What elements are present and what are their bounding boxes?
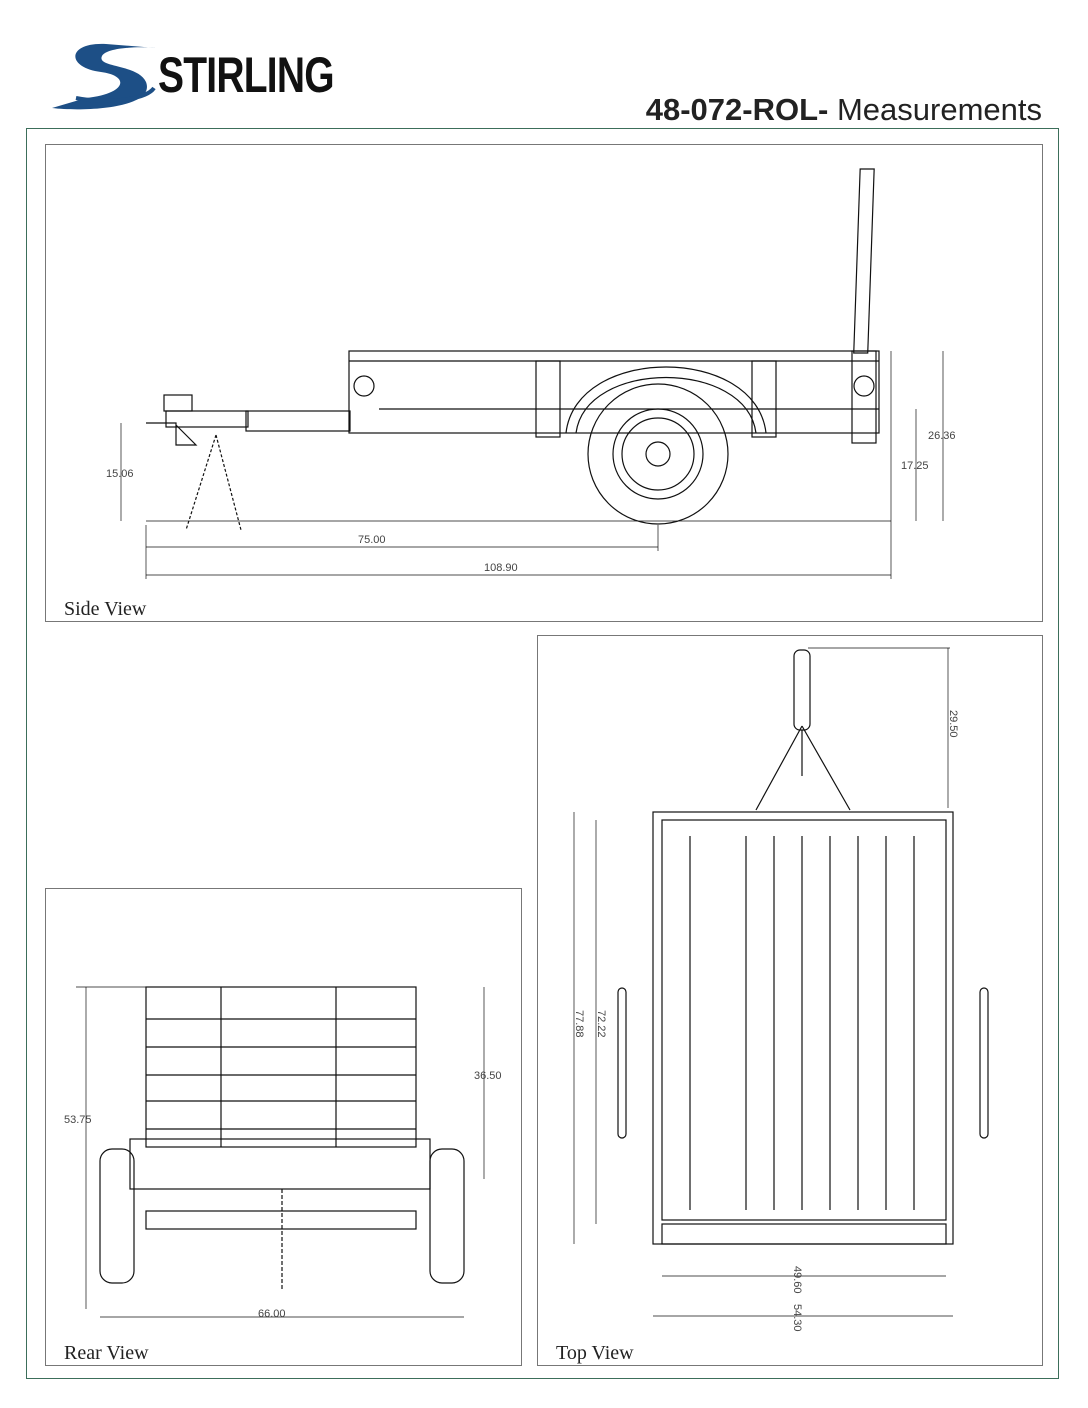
dim-inner-width: 49.60 [791,1266,803,1294]
dim-outer-width: 54.30 [791,1304,803,1332]
dim-bed-height: 17.25 [901,460,929,472]
stirling-logo-swoosh-icon [52,43,156,110]
page-title: 48-072-ROL- Measurements [646,92,1042,128]
rear-view-label: Rear View [64,1342,149,1364]
dim-side-height: 26.36 [928,430,956,442]
dim-inner-bed-length: 72.22 [595,1010,607,1038]
side-view-label: Side View [64,598,147,620]
dim-gate-height: 36.50 [474,1070,502,1082]
dim-overall-width: 66.00 [258,1308,286,1320]
rear-view-drawing: 53.75 36.50 66.00 [64,986,502,1320]
top-view-drawing: 29.50 77.88 72.22 49.60 54.30 [573,647,989,1332]
dim-overall-height: 53.75 [64,1114,92,1126]
document-frame [26,128,1059,1379]
rear-view-panel: 53.75 36.50 66.00 Rear View [45,888,522,1366]
top-view-panel: 29.50 77.88 72.22 49.60 54.30 Top View [537,635,1043,1366]
top-view-label: Top View [556,1342,634,1364]
title-suffix: Measurements [828,92,1042,127]
dim-hitch-height: 15.06 [106,468,134,480]
side-view-drawing: 15.06 75.00 108.90 17.25 26.36 [106,168,956,579]
dim-overall-length: 108.90 [484,562,518,574]
dim-overall-bed-length: 77.88 [573,1010,585,1038]
dim-tongue-length: 29.50 [947,710,959,738]
dim-axle-position: 75.00 [358,534,386,546]
model-number: 48-072-ROL- [645,92,829,127]
brand-name: STIRLING [158,47,335,103]
side-view-panel: 15.06 75.00 108.90 17.25 26.36 Side View [45,144,1043,622]
